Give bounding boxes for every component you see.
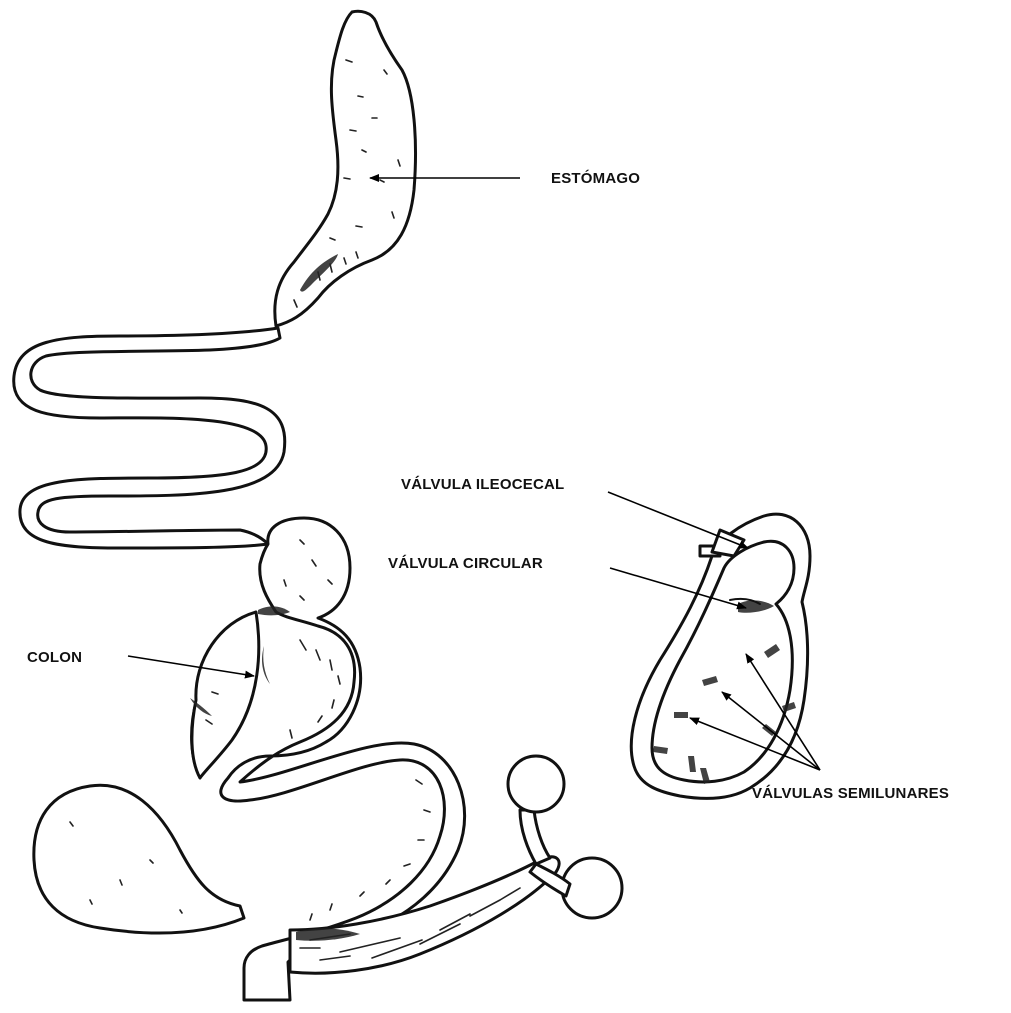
label-valvula-circular: VÁLVULA CIRCULAR <box>388 555 543 572</box>
label-colon: COLON <box>27 649 82 666</box>
sac-illustration <box>34 785 244 933</box>
arrow-valvula-ileocecal <box>608 492 748 548</box>
label-estomago: ESTÓMAGO <box>551 170 640 187</box>
stomach-illustration <box>275 11 416 326</box>
label-valvulas-semilunares: VÁLVULAS SEMILUNARES <box>752 785 949 802</box>
label-valvula-ileocecal: VÁLVULA ILEOCECAL <box>401 476 564 493</box>
small-intestine-illustration <box>14 328 285 548</box>
